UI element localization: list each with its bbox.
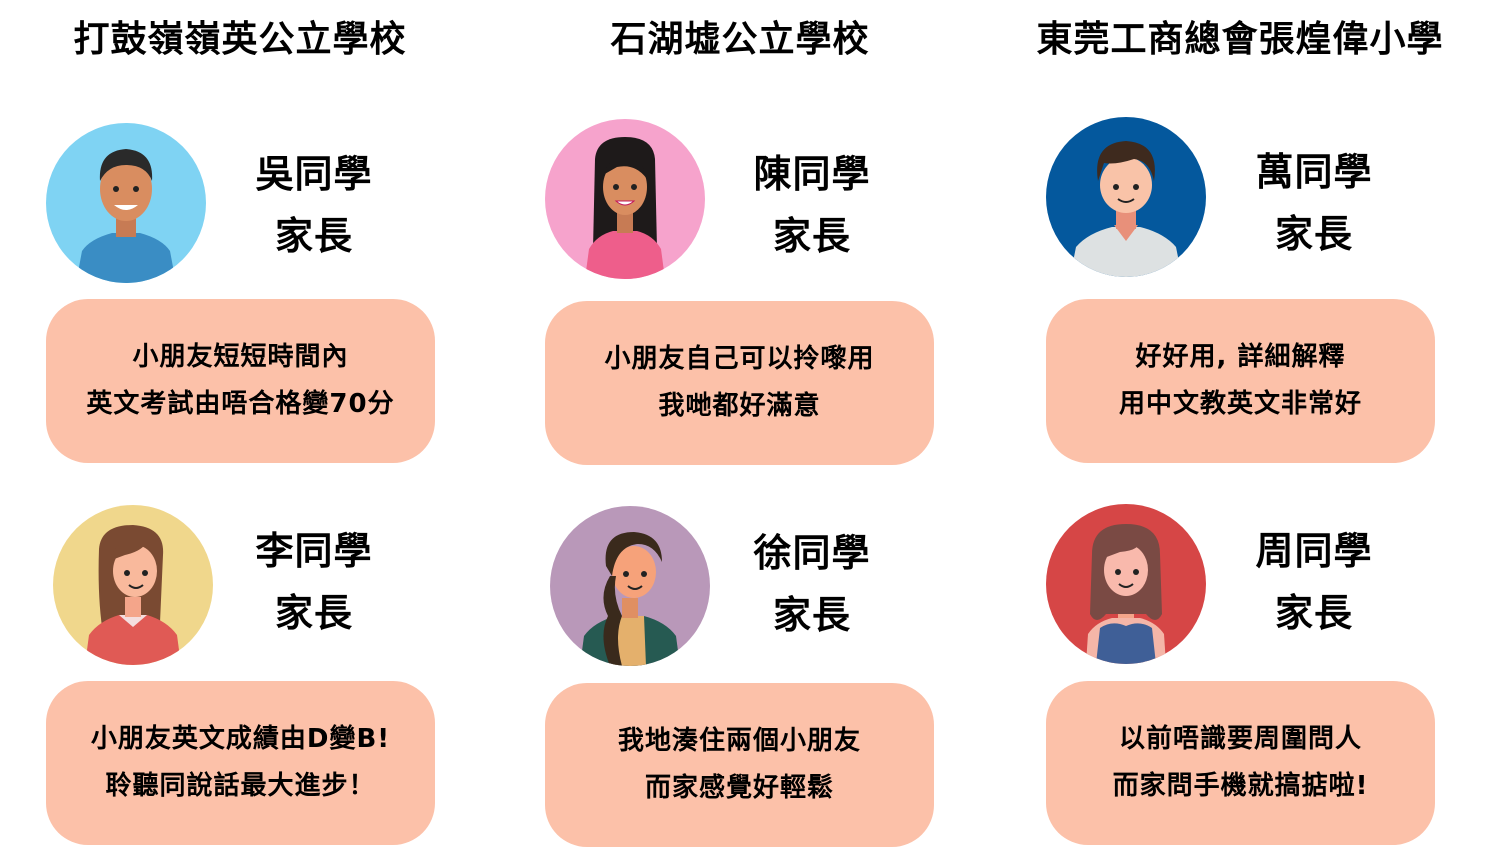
girl-red-sweater-avatar	[53, 505, 213, 665]
student-name: 萬同學	[1255, 150, 1373, 194]
quote-box: 小朋友自己可以拎嚟用 我哋都好滿意	[545, 301, 934, 465]
school-title-2: 石湖墟公立學校	[610, 19, 870, 60]
parent-role: 家長	[274, 214, 353, 258]
quote-box: 小朋友短短時間內 英文考試由唔合格變70分	[46, 299, 435, 463]
school-title-3: 東莞工商總會張煌偉小學	[1036, 19, 1444, 60]
student-name: 吳同學	[255, 152, 373, 196]
parent-name: 萬同學 家長	[1234, 141, 1394, 265]
quote-box: 好好用, 詳細解釋 用中文教英文非常好	[1046, 299, 1435, 463]
quote-line: 用中文教英文非常好	[1118, 389, 1362, 419]
parent-role: 家長	[772, 214, 851, 258]
quote-line: 以前唔識要周圍問人	[1118, 724, 1362, 754]
student-name: 李同學	[255, 529, 373, 573]
quote-line: 好好用, 詳細解釋	[1135, 342, 1346, 372]
quote-box: 小朋友英文成績由D變B! 聆聽同說話最大進步！	[46, 681, 435, 845]
woman-braid-avatar	[550, 506, 710, 666]
avatar-boy-icon	[46, 123, 206, 283]
parent-name: 陳同學 家長	[732, 143, 892, 267]
parent-role: 家長	[1274, 591, 1353, 635]
parent-role: 家長	[772, 593, 851, 637]
quote-line: 小朋友英文成績由D變B!	[90, 724, 391, 754]
man-white-shirt-avatar	[1046, 117, 1206, 277]
avatar-girl-icon	[53, 505, 213, 665]
avatar-woman-icon	[545, 119, 705, 279]
student-name: 徐同學	[753, 531, 871, 575]
quote-line: 我哋都好滿意	[658, 391, 821, 421]
quote-box: 以前唔識要周圍問人 而家問手機就搞掂啦!	[1046, 681, 1435, 845]
student-name: 陳同學	[753, 152, 871, 196]
student-name: 周同學	[1255, 529, 1373, 573]
quote-line: 小朋友短短時間內	[132, 342, 349, 372]
quote-box: 我地湊住兩個小朋友 而家感覺好輕鬆	[545, 683, 934, 847]
quote-line: 小朋友自己可以拎嚟用	[604, 344, 875, 374]
boy-blue-shirt-avatar	[46, 123, 206, 283]
avatar-man-icon	[1046, 117, 1206, 277]
quote-line: 而家問手機就搞掂啦!	[1112, 771, 1369, 801]
woman-blue-top-avatar	[1046, 504, 1206, 664]
parent-role: 家長	[1274, 212, 1353, 256]
parent-name: 李同學 家長	[234, 520, 394, 644]
avatar-woman-blue-icon	[1046, 504, 1206, 664]
parent-name: 周同學 家長	[1234, 520, 1394, 644]
parent-name: 徐同學 家長	[732, 522, 892, 646]
quote-line: 聆聽同說話最大進步！	[105, 771, 376, 801]
quote-line: 而家感覺好輕鬆	[644, 773, 834, 803]
parent-role: 家長	[274, 591, 353, 635]
avatar-woman-braid-icon	[550, 506, 710, 666]
woman-pink-top-avatar	[545, 119, 705, 279]
quote-line: 英文考試由唔合格變70分	[86, 389, 395, 419]
quote-line: 我地湊住兩個小朋友	[617, 726, 861, 756]
school-title-1: 打鼓嶺嶺英公立學校	[73, 19, 407, 60]
parent-name: 吳同學 家長	[234, 143, 394, 267]
